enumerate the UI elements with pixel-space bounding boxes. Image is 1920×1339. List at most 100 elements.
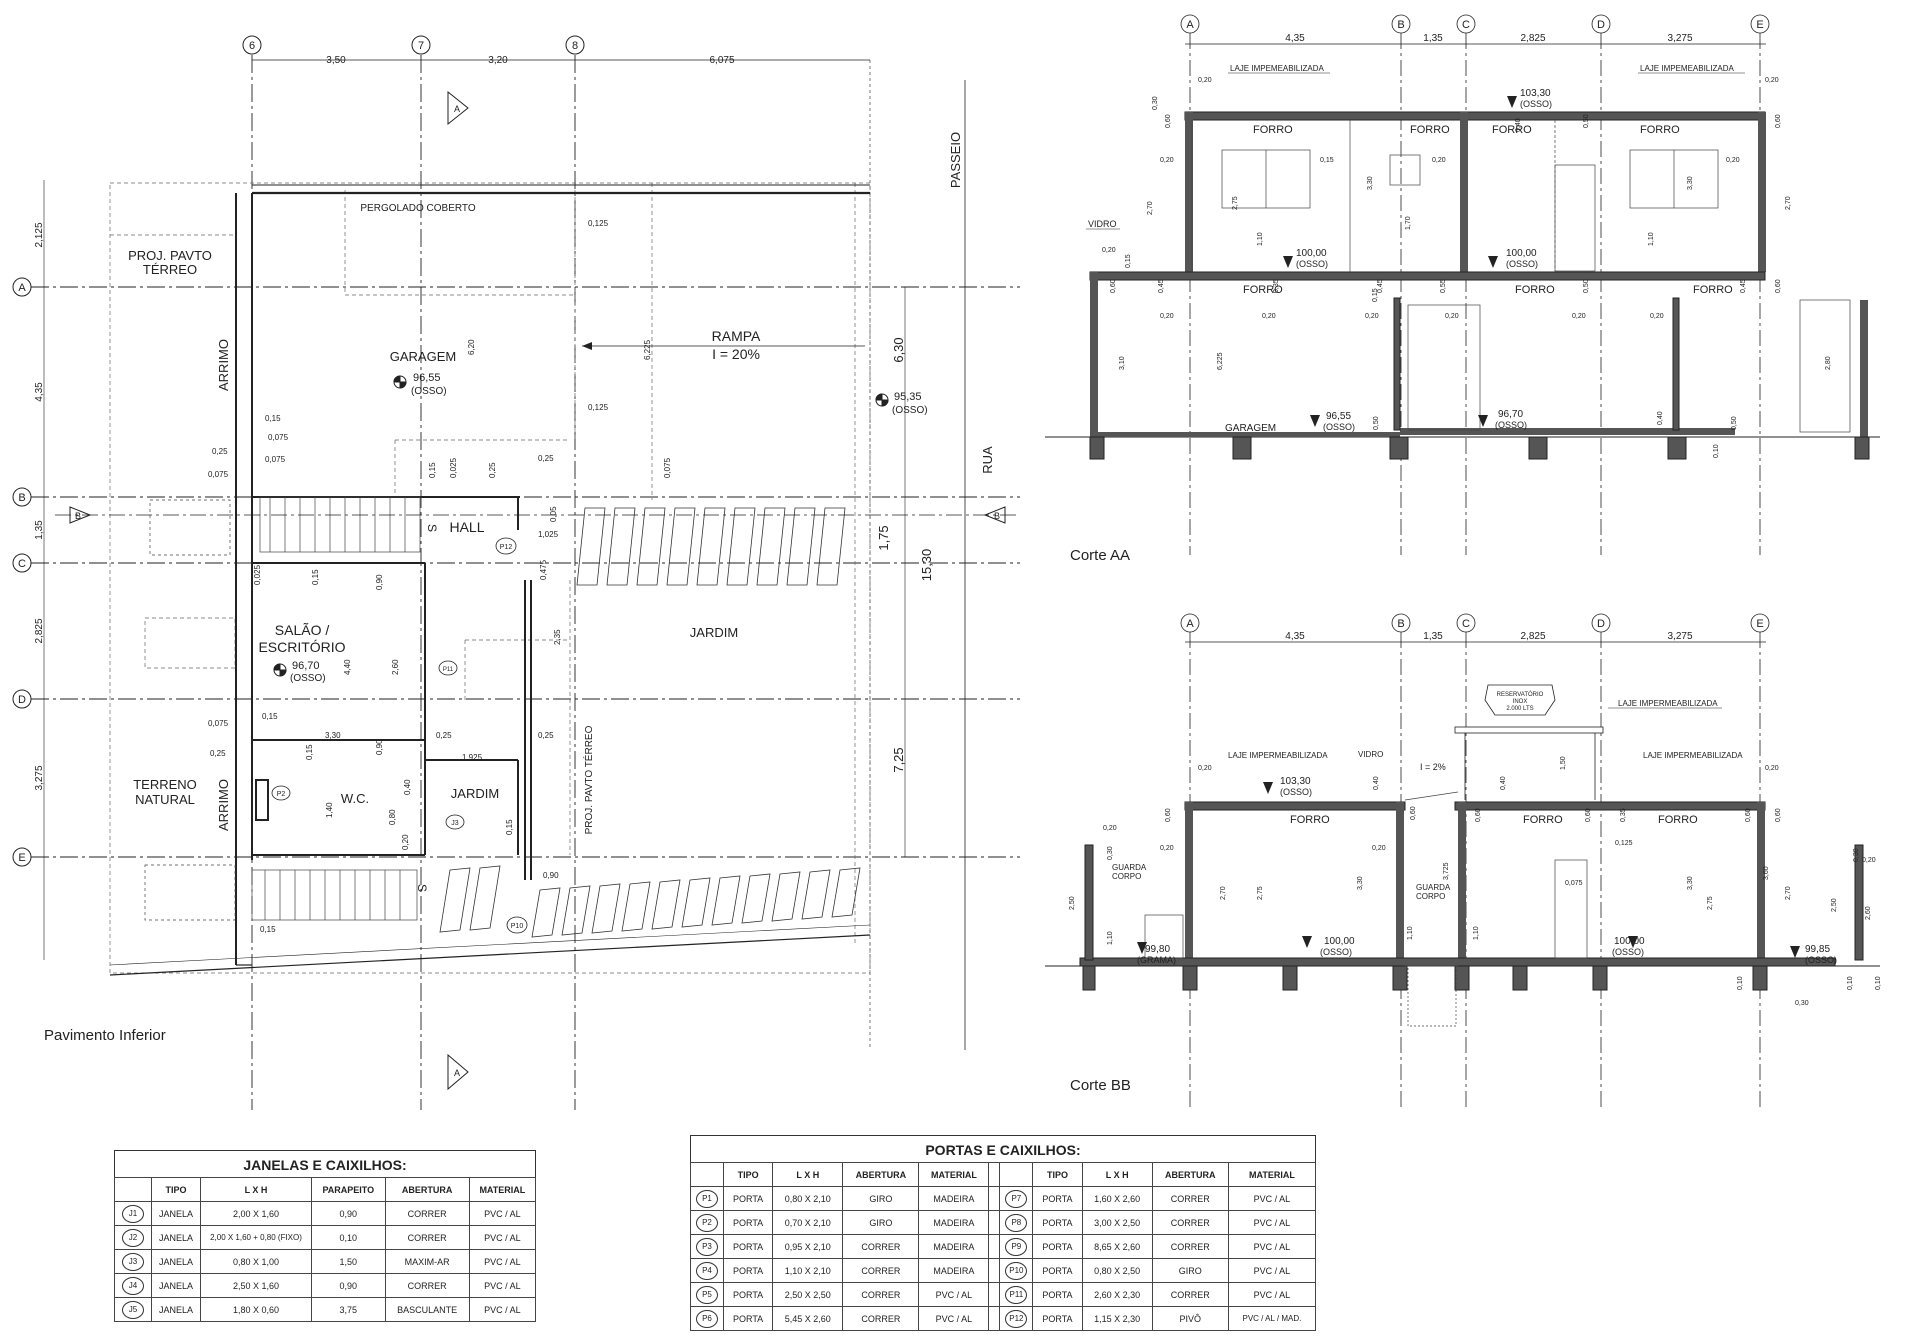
svg-text:0,10: 0,10: [1847, 976, 1854, 990]
floor-plan: 6 7 8 3,50 3,20 6,075 A B C D E 2,125 4,…: [12, 35, 1020, 1110]
tag-p12: P12: [500, 544, 513, 551]
doors-separator: [988, 1210, 1001, 1235]
svg-text:0,10: 0,10: [1875, 976, 1882, 990]
svg-text:0,60: 0,60: [1110, 279, 1117, 293]
aa-forro-7: FORRO: [1693, 284, 1733, 296]
doors-table: PORTAS E CAIXILHOS: TIPO L X H ABERTURA …: [690, 1135, 1317, 1331]
aa-level-mid-2-osso: (OSSO): [1506, 259, 1538, 269]
aa-level-top-osso: (OSSO): [1520, 99, 1552, 109]
svg-text:0,60: 0,60: [1410, 806, 1417, 820]
bb-level-right: 99,85: [1805, 944, 1830, 955]
svg-text:1,70: 1,70: [1405, 216, 1412, 230]
doors-col-abertura-2: ABERTURA: [1151, 1162, 1229, 1187]
svg-text:0,05: 0,05: [549, 506, 558, 522]
cut-label-a-bottom: A: [454, 1068, 460, 1078]
svg-text:2,70: 2,70: [1220, 886, 1227, 900]
svg-text:0,40: 0,40: [1657, 411, 1664, 425]
doors-col-code-2: [999, 1162, 1034, 1187]
svg-text:3,30: 3,30: [325, 731, 341, 740]
svg-text:2,75: 2,75: [1707, 896, 1714, 910]
dim-top-3: 6,075: [709, 55, 734, 66]
svg-text:0,60: 0,60: [1775, 808, 1782, 822]
svg-text:1,10: 1,10: [1107, 931, 1114, 945]
aa-forro-1: FORRO: [1253, 124, 1293, 136]
bb-laje-top: LAJE IMPERMEABILIZADA: [1618, 699, 1718, 708]
svg-text:0,50: 0,50: [1583, 279, 1590, 293]
svg-text:0,40: 0,40: [1515, 118, 1522, 132]
label-salao-2: ESCRITÓRIO: [258, 639, 345, 655]
label-garagem: GARAGEM: [390, 349, 456, 364]
cut-label-b-right: B: [994, 511, 1000, 521]
aa-level-g2-osso: (OSSO): [1495, 420, 1527, 430]
table-row: P6 PORTA 5,45 X 2,60 CORRER PVC / AL P12…: [690, 1306, 1317, 1331]
dim-left-4: 2,825: [34, 618, 45, 643]
door-code: P9: [1005, 1237, 1028, 1256]
projection-lines: [109, 182, 871, 974]
door-code: P3: [696, 1237, 718, 1256]
aa-level-g1-osso: (OSSO): [1323, 422, 1355, 432]
stair-direction-2: S: [415, 884, 429, 892]
svg-text:0,20: 0,20: [1765, 765, 1779, 772]
svg-text:0,60: 0,60: [1165, 808, 1172, 822]
windows-table: JANELAS E CAIXILHOS: TIPO L X H PARAPEIT…: [114, 1150, 537, 1322]
svg-text:0,20: 0,20: [1160, 157, 1174, 164]
bb-axis-e: E: [1756, 618, 1763, 630]
door-code: P5: [696, 1285, 718, 1304]
table-cell: 2,00 X 1,60: [200, 1201, 312, 1226]
svg-text:0,20: 0,20: [1572, 313, 1586, 320]
table-cell: JANELA: [151, 1249, 201, 1274]
door-code: P10: [1005, 1261, 1028, 1280]
table-row: J5 JANELA 1,80 X 0,60 3,75 BASCULANTE PV…: [114, 1297, 537, 1322]
table-cell: 1,80 X 0,60: [200, 1297, 312, 1322]
label-jardim-small: JARDIM: [451, 786, 499, 801]
bb-axis-b: B: [1397, 618, 1404, 630]
aa-level-mid-2: 100,00: [1506, 248, 1537, 259]
svg-text:0,45: 0,45: [1158, 279, 1165, 293]
svg-text:0,25: 0,25: [436, 731, 452, 740]
table-cell: 2,50 X 1,60: [200, 1273, 312, 1298]
svg-text:0,35: 0,35: [1273, 279, 1280, 293]
svg-text:2,60: 2,60: [1865, 906, 1872, 920]
window-code: J5: [122, 1300, 144, 1319]
svg-text:3,10: 3,10: [1119, 356, 1126, 370]
svg-text:0,125: 0,125: [1615, 840, 1633, 847]
bb-axis-c: C: [1462, 618, 1470, 630]
label-wc: W.C.: [341, 791, 369, 806]
table-row: P5 PORTA 2,50 X 2,50 CORRER PVC / AL P11…: [690, 1282, 1317, 1307]
svg-text:0,10: 0,10: [1737, 976, 1744, 990]
bb-dim-1: 4,35: [1285, 631, 1305, 642]
svg-text:0,20: 0,20: [1102, 247, 1116, 254]
svg-text:0,475: 0,475: [539, 559, 548, 580]
door-code: P1: [696, 1189, 718, 1208]
bb-level-grama: 99,80: [1145, 944, 1170, 955]
windows-col-material: MATERIAL: [468, 1177, 537, 1202]
doors-col-tipo-2: TIPO: [1032, 1162, 1083, 1187]
bb-level-right-osso: (OSSO): [1805, 955, 1837, 965]
label-garagem-level: 96,55: [413, 372, 441, 384]
aa-dim-1: 4,35: [1285, 33, 1305, 44]
axis-label-e: E: [18, 852, 25, 864]
svg-text:0,20: 0,20: [1765, 77, 1779, 84]
svg-text:2,75: 2,75: [1257, 886, 1264, 900]
dim-top-1: 3,50: [326, 55, 346, 66]
label-proj-pavto-1: PROJ. PAVTO: [128, 248, 212, 263]
svg-text:1,10: 1,10: [1257, 232, 1264, 246]
table-cell: PVC / AL: [1227, 1186, 1317, 1211]
label-rampa-i: I = 20%: [712, 346, 760, 362]
door-code: P6: [696, 1309, 718, 1328]
bb-level-mid-1: 100,00: [1324, 936, 1355, 947]
bb-small-dims: 0,20 0,30 0,60 0,20 2,50 1,10 2,70 2,75 …: [1069, 756, 1882, 1007]
section-aa: A B C D E 4,35 1,35 2,825 3,275: [1045, 14, 1880, 564]
table-row: P3 PORTA 0,95 X 2,10 CORRER MADEIRA P9 P…: [690, 1234, 1317, 1259]
axis-label-b: B: [18, 492, 25, 504]
bb-forro-1: FORRO: [1290, 814, 1330, 826]
label-proj-pavto-2: TÉRREO: [143, 262, 197, 277]
svg-text:0,075: 0,075: [268, 433, 289, 442]
doors-col-lxh-2: L X H: [1081, 1162, 1153, 1187]
svg-text:3,725: 3,725: [1443, 862, 1450, 880]
svg-text:0,075: 0,075: [208, 719, 229, 728]
axis-label-a: A: [18, 282, 26, 294]
tag-p2: P2: [277, 791, 286, 798]
svg-text:0,20: 0,20: [1198, 765, 1212, 772]
aa-level-mid-1: 100,00: [1296, 248, 1327, 259]
